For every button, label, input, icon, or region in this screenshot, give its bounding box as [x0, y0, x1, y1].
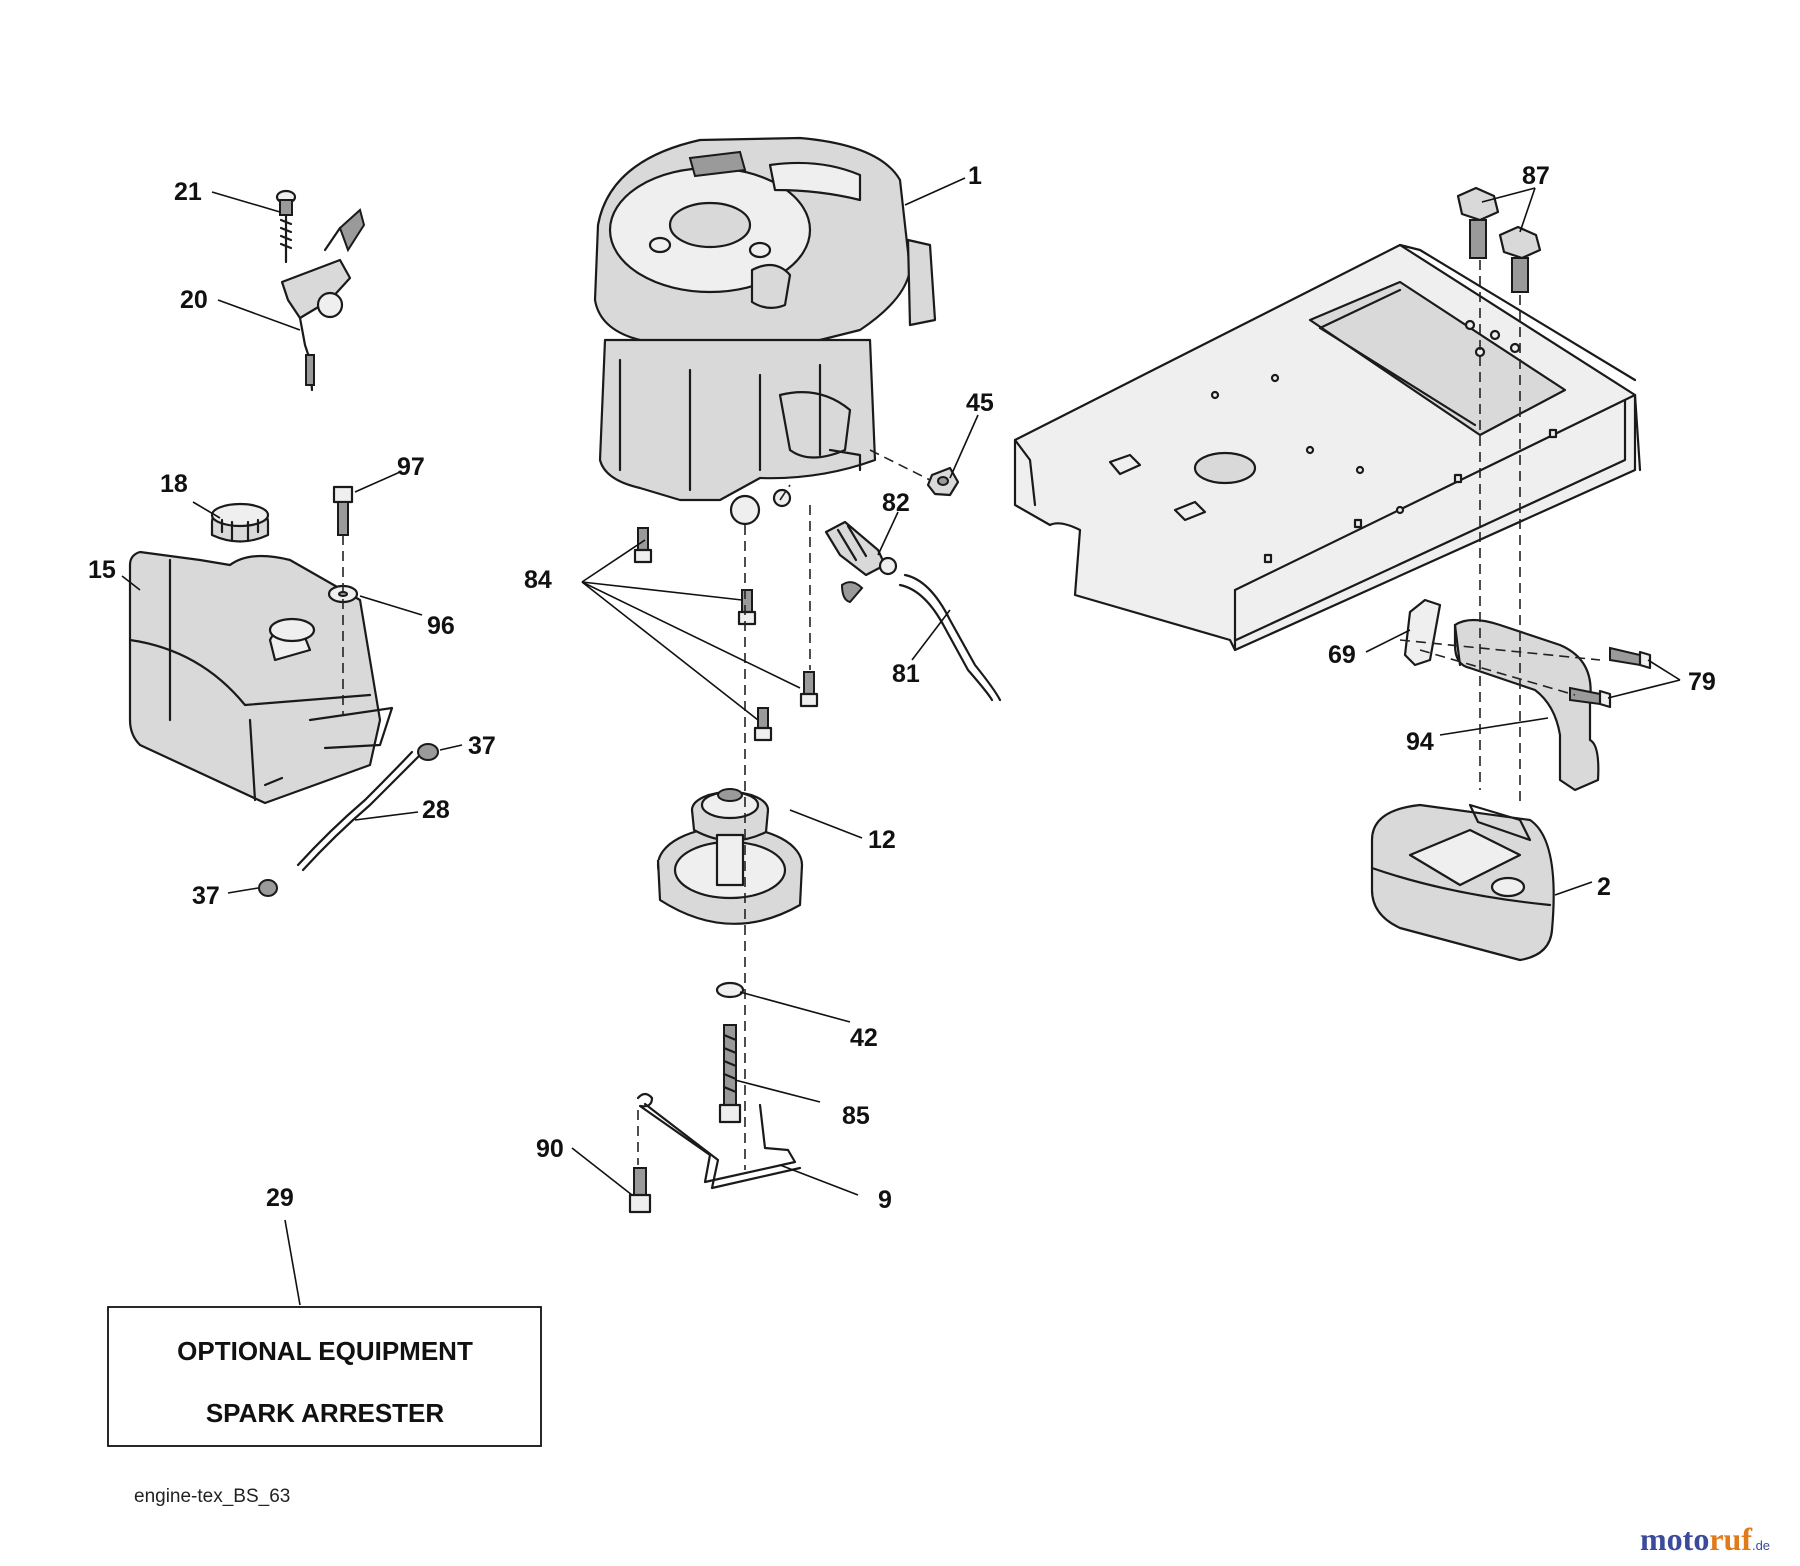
bolt-part-79 [1569, 646, 1652, 709]
label-part-20: 20 [180, 286, 208, 314]
label-part-90: 90 [536, 1135, 564, 1163]
label-part-97: 97 [397, 453, 425, 481]
label-part-96: 96 [427, 612, 455, 640]
label-part-69: 69 [1328, 641, 1356, 669]
washer-part-42 [715, 981, 745, 999]
svg-text:motoruf.de: motoruf.de [1640, 1521, 1770, 1557]
diagram-code: engine-tex_BS_63 [134, 1486, 290, 1507]
bolt-part-97 [332, 485, 354, 536]
label-part-15: 15 [88, 556, 116, 584]
fuel-cap-part-18 [210, 502, 270, 543]
bolt-part-90 [628, 1167, 652, 1214]
frame-chassis [1013, 243, 1642, 652]
alignment-lines [342, 260, 1601, 1170]
muffler-part-2 [1370, 803, 1555, 962]
fuel-line-part-28 [296, 750, 420, 872]
optional-equipment-box: OPTIONAL EQUIPMENT SPARK ARRESTER [107, 1306, 542, 1447]
clamp-part-37 [258, 743, 439, 897]
label-part-81: 81 [892, 660, 920, 688]
fuel-valve-part-82 [824, 520, 898, 604]
label-part-45: 45 [966, 389, 994, 417]
label-part-28: 28 [422, 796, 450, 824]
motoruf-watermark-logo: motoruf.de [1640, 1521, 1770, 1557]
label-part-84: 84 [524, 566, 552, 594]
label-part-29: 29 [266, 1184, 294, 1212]
bolt-part-85 [718, 1024, 742, 1124]
optional-equipment-label: OPTIONAL EQUIPMENT [177, 1336, 473, 1366]
label-part-37-upper: 37 [468, 732, 496, 760]
label-part-85: 85 [842, 1102, 870, 1130]
gasket-part-69 [1403, 598, 1442, 667]
belt-guide-part-9 [636, 1092, 802, 1190]
label-part-37-lower: 37 [192, 882, 220, 910]
watermark-suffix: .de [1752, 1538, 1770, 1553]
leader-lines [121, 177, 1681, 1306]
label-part-79: 79 [1688, 668, 1716, 696]
spark-arrester-label: SPARK ARRESTER [206, 1398, 445, 1428]
label-part-2: 2 [1597, 873, 1611, 901]
fuel-tank-part-15 [128, 550, 394, 805]
label-part-21: 21 [174, 178, 202, 206]
label-part-87: 87 [1522, 162, 1550, 190]
label-part-94: 94 [1406, 728, 1434, 756]
watermark-part2: ruf [1709, 1521, 1752, 1557]
engine-part-1 [593, 136, 937, 526]
label-part-9: 9 [878, 1186, 892, 1214]
watermark-part1: moto [1640, 1521, 1709, 1557]
throttle-control-part-20 [280, 208, 366, 392]
label-part-12: 12 [868, 826, 896, 854]
nut-part-45 [926, 466, 960, 497]
fuel-line-part-81 [898, 573, 1002, 702]
label-part-18: 18 [160, 470, 188, 498]
label-part-82: 82 [882, 489, 910, 517]
screw-part-21 [275, 189, 297, 264]
exhaust-pipe-part-94 [1453, 618, 1600, 792]
label-part-1: 1 [968, 162, 982, 190]
label-part-42: 42 [850, 1024, 878, 1052]
knob-part-87 [1456, 186, 1542, 293]
part-labels: 1 21 20 18 15 97 96 37 28 37 84 45 82 81… [88, 162, 1716, 1214]
bolt-part-84 [633, 527, 819, 742]
pulley-part-12 [656, 788, 804, 925]
